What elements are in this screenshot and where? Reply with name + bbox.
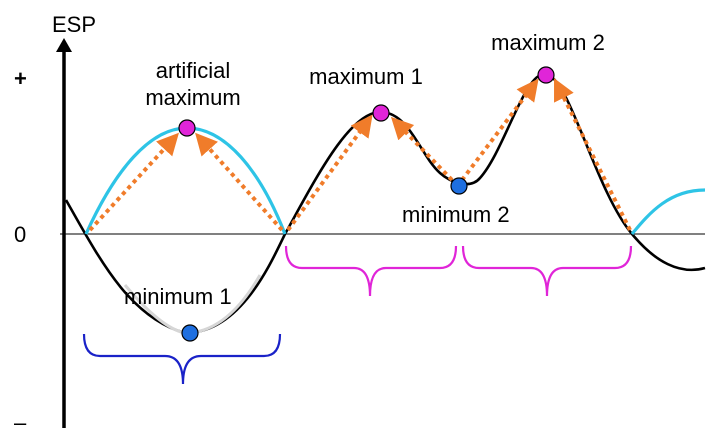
maximum-2-label: maximum 2	[491, 30, 605, 55]
artificial-maximum-point	[178, 119, 196, 137]
gradient-arrow	[88, 132, 179, 232]
right-tail-cyan-curve	[630, 188, 706, 236]
minimum-2-point	[450, 177, 468, 195]
artificial-maximum-curve	[84, 126, 287, 235]
maximum-1-point	[372, 104, 390, 122]
maximum-1-label: maximum 1	[309, 64, 423, 89]
minimum-2-label: minimum 2	[402, 202, 510, 227]
maximum-2-point	[537, 66, 555, 84]
maximum-1-brace	[284, 245, 458, 297]
gradient-arrow	[554, 78, 632, 231]
gradient-arrow	[390, 116, 454, 182]
gradient-arrows	[88, 78, 632, 232]
minimum-1-label: minimum 1	[124, 284, 232, 309]
maximum-2-brace	[461, 245, 633, 297]
esp-axis-arrowhead	[56, 38, 72, 52]
esp-axis-title: ESP	[52, 12, 96, 37]
zero-label: 0	[14, 222, 26, 247]
gradient-arrow	[195, 132, 284, 232]
gradient-arrow	[460, 78, 539, 182]
artificial-maximum-label-line2: maximum	[145, 85, 240, 110]
minimum-1-point	[181, 324, 199, 342]
minimum-1-brace	[82, 333, 282, 385]
plus-sign-label: +	[14, 66, 27, 91]
artificial-maximum-label-line1: artificial	[156, 58, 231, 83]
minus-sign-label: –	[14, 410, 27, 435]
gradient-arrow	[286, 114, 373, 232]
